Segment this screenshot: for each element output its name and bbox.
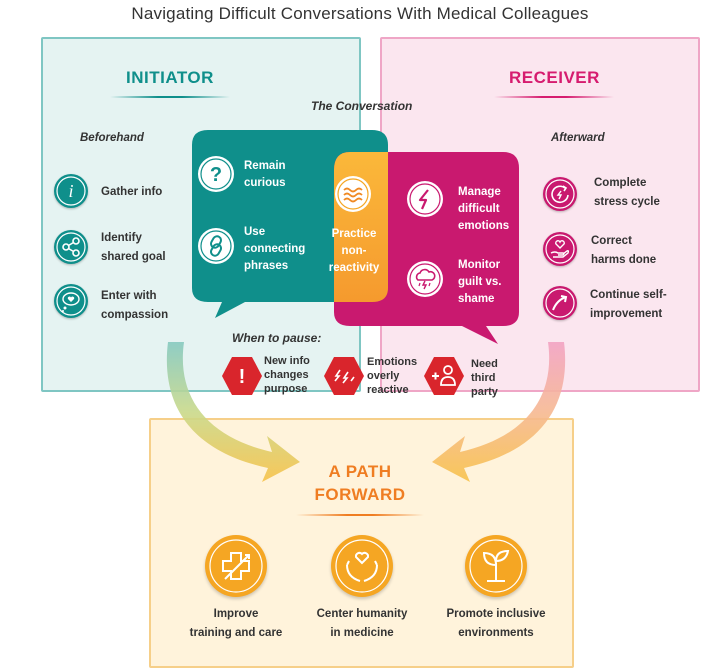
path-forward-underline	[296, 514, 424, 516]
sprout-icon	[465, 535, 527, 597]
waves-icon	[335, 176, 371, 212]
info-icon: i	[54, 174, 88, 208]
initiator-header: INITIATOR	[126, 68, 214, 87]
right-flow-arrow	[432, 342, 566, 482]
hands-heart-icon	[331, 535, 393, 597]
initiator-underline	[110, 96, 230, 98]
conversation-title: The Conversation	[311, 99, 413, 113]
storm-cloud-icon	[407, 261, 443, 297]
pause-title: When to pause:	[232, 331, 322, 345]
spark-icon	[324, 357, 364, 395]
receiver-underline	[494, 96, 614, 98]
page-title: Navigating Difficult Conversations With …	[131, 4, 589, 23]
receiver-header: RECEIVER	[509, 68, 600, 87]
heart-hand-icon	[543, 232, 577, 266]
link-icon	[198, 228, 234, 264]
heart-thought-icon	[54, 284, 88, 318]
add-person-icon	[424, 357, 464, 395]
gather-info-label: Gather info	[101, 186, 163, 198]
exclamation-icon: !	[222, 357, 262, 395]
cycle-icon	[543, 177, 577, 211]
question-icon: ?	[198, 156, 234, 192]
svg-text:!: !	[239, 366, 246, 388]
share-icon	[54, 230, 88, 264]
continue-self-improvement-label: Continue self-improvement	[590, 289, 667, 320]
left-flow-arrow	[166, 342, 300, 482]
svg-text:i: i	[68, 181, 73, 201]
medical-cross-icon	[205, 535, 267, 597]
lightning-icon	[407, 181, 443, 217]
growth-arrow-icon	[543, 286, 577, 320]
svg-text:?: ?	[210, 164, 222, 186]
receiver-subheader: Afterward	[551, 132, 605, 144]
initiator-subheader: Beforehand	[80, 132, 144, 144]
